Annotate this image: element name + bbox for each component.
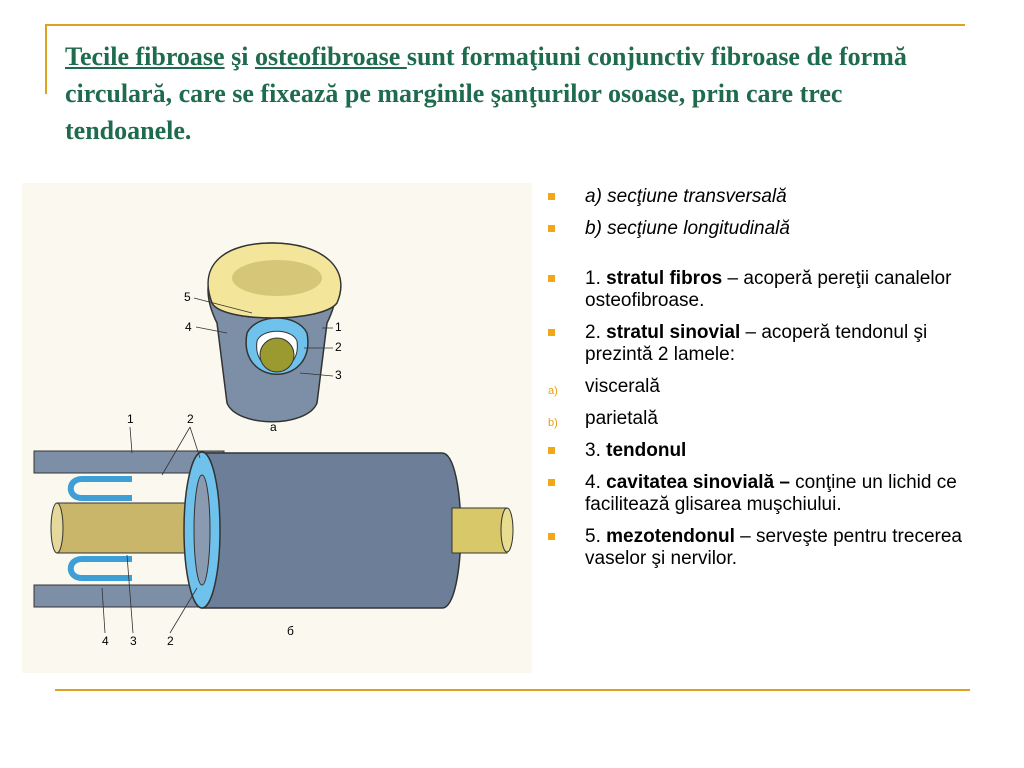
bullet-icon [548, 225, 555, 232]
list-item: 5. mezotendonul – serveşte pentru trecer… [548, 526, 998, 570]
title-rest: sunt formaţiuni conjunctiv fibroase de f… [65, 42, 907, 145]
list-item: 3. tendonul [548, 440, 998, 462]
item-text: – acoperă tendonul şi prezintă 2 lamele: [585, 322, 928, 365]
item-marker: b) [548, 417, 558, 429]
label-b-3: 3 [130, 634, 137, 648]
frame-bottom-line [55, 689, 970, 691]
item-text: – serveşte pentru trecerea vaselor şi ne… [585, 526, 962, 569]
item-term: tendonul [606, 440, 687, 461]
label-a-3: 3 [335, 368, 342, 382]
label-b-4: 4 [102, 634, 109, 648]
list-item: 4. cavitatea sinovială – conţine un lich… [548, 472, 998, 516]
list-item: 2. stratul sinovial – acoperă tendonul ş… [548, 322, 998, 366]
bullet-icon [548, 193, 555, 200]
caption-a: а [270, 420, 277, 434]
anatomy-illustration: 5 4 1 2 3 а 1 2 4 3 2 [22, 183, 532, 673]
item-text: conţine un lichid ce facilitează glisare… [585, 472, 957, 515]
item-num: 2. [585, 322, 607, 343]
frame-top-line [45, 24, 965, 26]
bullet-icon [548, 329, 555, 336]
label-a-4: 4 [185, 320, 192, 334]
bullet-icon [548, 533, 555, 540]
label-b-2-bottom: 2 [167, 634, 174, 648]
item-num: 5. [585, 526, 607, 547]
legend-list: a) secţiune transversală b) secţiune lon… [548, 186, 998, 580]
item-term: stratul sinovial [606, 322, 741, 343]
frame-left-line [45, 24, 47, 94]
item-num: 3. [585, 440, 607, 461]
list-item: b) secţiune longitudinală [548, 218, 998, 240]
list-item: b) parietală [548, 408, 998, 430]
item-text: b) secţiune longitudinală [585, 218, 790, 239]
label-b-1: 1 [127, 412, 134, 426]
item-marker: a) [548, 385, 558, 397]
title-link-osteofibroase: osteofibroase [254, 42, 407, 71]
label-b-2: 2 [187, 412, 194, 426]
title-link-tecile: Tecile fibroase [65, 42, 225, 71]
longitudinal-section-drawing [33, 450, 514, 609]
list-item: a) viscerală [548, 376, 998, 398]
item-text: a) secţiune transversală [585, 186, 787, 207]
caption-b: б [287, 624, 294, 638]
bullet-icon [548, 479, 555, 486]
list-item: 1. stratul fibros – acoperă pereţii cana… [548, 268, 998, 312]
label-a-1: 1 [335, 320, 342, 334]
item-text: viscerală [585, 376, 660, 397]
title-conjunction: şi [224, 42, 255, 71]
item-term: stratul fibros [606, 268, 723, 289]
item-text: parietală [585, 408, 658, 429]
item-text: – acoperă pereţii canalelor osteofibroas… [585, 268, 952, 311]
list-item: a) secţiune transversală [548, 186, 998, 208]
item-num: 4. [585, 472, 607, 493]
slide-title: Tecile fibroase şi osteofibroase sunt fo… [65, 38, 965, 149]
item-term: cavitatea sinovială – [606, 472, 790, 493]
item-term: mezotendonul [606, 526, 735, 547]
cross-section-drawing [207, 242, 342, 423]
label-a-5: 5 [184, 290, 191, 304]
item-num: 1. [585, 268, 607, 289]
bullet-icon [548, 447, 555, 454]
label-a-2: 2 [335, 340, 342, 354]
bullet-icon [548, 275, 555, 282]
